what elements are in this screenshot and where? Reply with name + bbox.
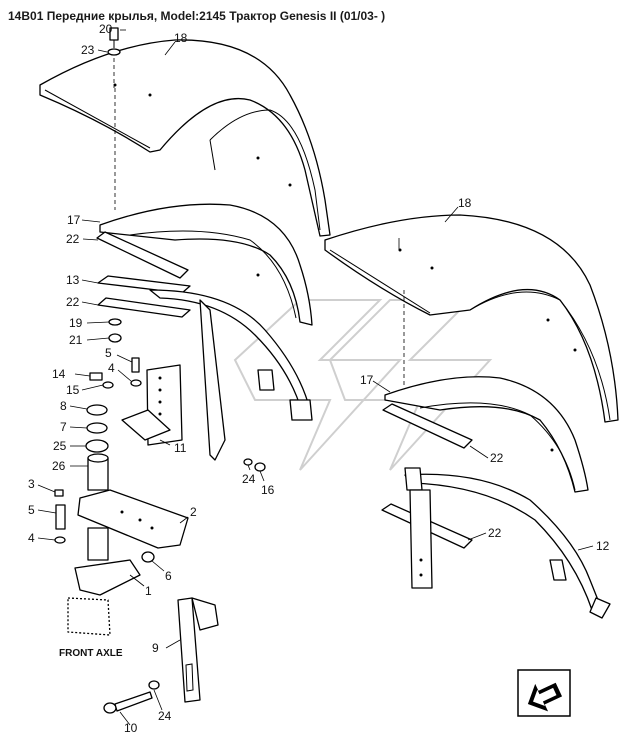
callout-6[interactable]: 6: [165, 569, 172, 583]
callout-24-lower[interactable]: 24: [158, 709, 172, 723]
fender-17-right: [384, 376, 589, 493]
bracket-9: [177, 597, 219, 703]
back-nav-button[interactable]: [517, 669, 571, 717]
front-axle-block: [67, 597, 111, 636]
leader-lines: [37, 29, 594, 726]
sleeve-26: [87, 453, 109, 491]
callout-12[interactable]: 12: [596, 539, 610, 553]
bolt-5-upper: [131, 357, 140, 373]
callout-9[interactable]: 9: [152, 641, 159, 655]
washer-23: [107, 48, 121, 56]
support-stay-12: [404, 467, 611, 619]
spindle-arm-1: [74, 527, 141, 596]
nut-6: [141, 551, 155, 563]
bolt-5-lower: [55, 504, 66, 530]
washer-19: [108, 318, 122, 326]
callout-22-c[interactable]: 22: [490, 451, 504, 465]
callout-1[interactable]: 1: [145, 584, 152, 598]
bracket-11: [121, 364, 183, 446]
fender-17-left: [99, 203, 313, 326]
callout-22-b[interactable]: 22: [66, 295, 80, 309]
callout-5-upper[interactable]: 5: [105, 346, 112, 360]
plate-22-upper: [96, 231, 189, 279]
callout-23[interactable]: 23: [81, 43, 95, 57]
mounting-plate-2: [77, 489, 189, 549]
callout-19[interactable]: 19: [69, 316, 83, 330]
callout-16[interactable]: 16: [261, 483, 275, 497]
callout-22-a[interactable]: 22: [66, 232, 80, 246]
callout-17-left[interactable]: 17: [67, 213, 81, 227]
plate-22-lower: [97, 297, 191, 318]
callout-14[interactable]: 14: [52, 367, 66, 381]
callout-4-upper[interactable]: 4: [108, 361, 115, 375]
callout-22-d[interactable]: 22: [488, 526, 502, 540]
callout-25[interactable]: 25: [53, 439, 67, 453]
screw-3: [54, 489, 64, 497]
washer-4-lower: [54, 536, 66, 544]
arrow-left-icon: [527, 682, 563, 712]
callout-5-lower[interactable]: 5: [28, 503, 35, 517]
bolt-14: [89, 372, 103, 381]
bracket-right-vertical: [409, 489, 433, 589]
washer-24-lower: [148, 680, 160, 690]
plate-22-right-upper: [382, 403, 473, 449]
callout-13[interactable]: 13: [66, 273, 80, 287]
nut-16: [254, 462, 266, 472]
callout-3[interactable]: 3: [28, 477, 35, 491]
callout-10[interactable]: 10: [124, 721, 138, 735]
ring-7: [86, 422, 108, 434]
washer-15: [102, 381, 114, 389]
strap-13: [97, 275, 191, 294]
callout-15[interactable]: 15: [66, 383, 80, 397]
support-stay-11: [149, 289, 313, 461]
fender-18-right: [324, 214, 619, 423]
callout-4-lower[interactable]: 4: [28, 531, 35, 545]
callout-18-right[interactable]: 18: [458, 196, 472, 210]
callout-8[interactable]: 8: [60, 399, 67, 413]
front-axle-label: FRONT AXLE: [59, 648, 123, 659]
callout-26[interactable]: 26: [52, 459, 66, 473]
callout-11[interactable]: 11: [174, 441, 187, 455]
callout-24-upper[interactable]: 24: [242, 472, 256, 486]
callout-2[interactable]: 2: [190, 505, 197, 519]
bolt-20: [109, 27, 119, 48]
nut-21: [108, 333, 122, 343]
nut-24-upper: [243, 458, 253, 466]
callout-20[interactable]: 20: [99, 22, 113, 36]
callout-18-top[interactable]: 18: [174, 31, 188, 45]
fender-18-left: [39, 39, 331, 237]
page-title: 14B01 Передние крылья, Model:2145 Тракто…: [8, 9, 386, 23]
callout-21[interactable]: 21: [69, 333, 83, 347]
callout-7[interactable]: 7: [60, 420, 67, 434]
callout-labels: 20 23 18 18 17 22 13 22 19 21 5 14 4 15 …: [28, 22, 610, 735]
seal-25: [85, 439, 109, 453]
washer-4-upper: [130, 379, 142, 387]
bushing-8: [86, 404, 108, 416]
bolt-10: [103, 691, 153, 714]
callout-17-right[interactable]: 17: [360, 373, 374, 387]
